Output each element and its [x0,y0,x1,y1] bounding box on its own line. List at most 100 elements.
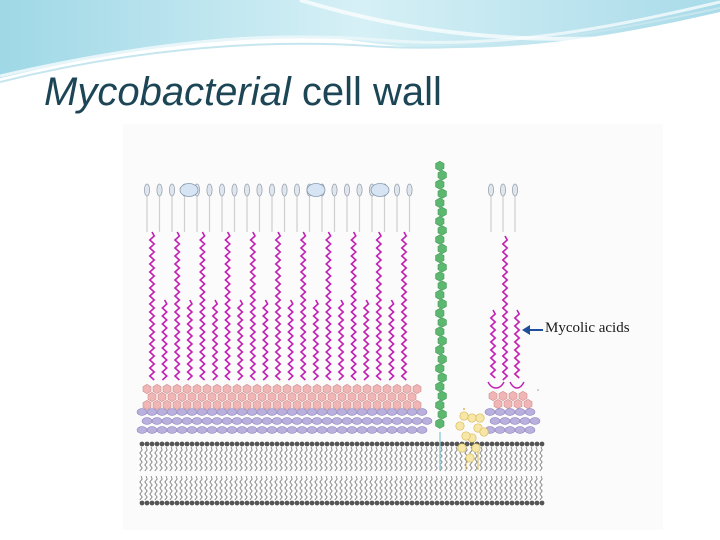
arabinogalactan-unit [253,384,261,393]
peptidoglycan-unit [357,409,367,416]
membrane-tail [470,476,472,500]
peptidoglycan-unit [257,409,267,416]
membrane-tail [390,447,392,471]
membrane-tail [315,447,317,471]
lipid-head [344,184,349,196]
membrane-tail [160,447,162,471]
membrane-tail [415,476,417,500]
arabinogalactan-unit [393,400,401,409]
membrane-tail [310,476,312,500]
peptidoglycan-unit [332,418,342,425]
membrane-tail [350,476,352,500]
lipomannan-unit [468,414,476,422]
membrane-head [430,501,435,506]
membrane-head [515,501,520,506]
membrane-tail [425,447,427,471]
lipoarabinomannan-unit [436,382,444,392]
membrane-head [310,442,315,447]
membrane-tail [395,476,397,500]
peptidoglycan-unit [387,409,397,416]
membrane-tail [220,447,222,471]
membrane-tail [260,447,262,471]
membrane-tail [435,476,437,500]
membrane-tail [350,447,352,471]
peptidoglycan-unit [217,409,227,416]
membrane-head [470,501,475,506]
peptidoglycan-unit [147,427,157,434]
arabinogalactan-unit [278,392,286,401]
membrane-head [315,442,320,447]
peptidoglycan-unit [337,427,347,434]
peptidoglycan-unit [397,427,407,434]
membrane-head [300,501,305,506]
membrane-head [510,442,515,447]
membrane-tail [365,447,367,471]
peptidoglycan-unit [510,418,520,425]
arabinogalactan-unit [143,400,151,409]
membrane-head [385,442,390,447]
membrane-tail [540,476,542,500]
membrane-head [235,442,240,447]
peptidoglycan-unit [515,427,525,434]
peptidoglycan-unit [407,427,417,434]
membrane-tail [185,447,187,471]
lipid-head [394,184,399,196]
lipoarabinomannan-unit [438,373,446,383]
arabinogalactan-unit [163,384,171,393]
membrane-head [285,442,290,447]
peptidoglycan-unit [222,418,232,425]
membrane-tail [250,476,252,500]
membrane-tail [345,476,347,500]
membrane-head [220,442,225,447]
lipid-head [512,184,517,196]
membrane-tail [285,447,287,471]
arabinogalactan-unit [223,384,231,393]
membrane-tail [145,476,147,500]
membrane-head [540,501,545,506]
lipid-head [144,184,149,196]
lipomannan-unit [466,454,474,462]
membrane-head [530,501,535,506]
arabinogalactan-unit [253,400,261,409]
arabinogalactan-unit [293,384,301,393]
membrane-head [165,501,170,506]
peptidoglycan-unit [530,418,540,425]
lipoarabinomannan-unit [436,235,444,245]
membrane-tail [540,447,542,471]
lipoarabinomannan-unit [438,391,446,401]
membrane-head [195,501,200,506]
arabinogalactan-unit [228,392,236,401]
peptidoglycan-unit [317,409,327,416]
membrane-head [335,501,340,506]
membrane-head [360,442,365,447]
membrane-head [530,442,535,447]
membrane-tail [225,447,227,471]
arabinogalactan-unit [153,400,161,409]
peptidoglycan-unit [302,418,312,425]
membrane-tail [260,476,262,500]
lipid-head [407,184,412,196]
peptidoglycan-unit [207,409,217,416]
membrane-tail [355,447,357,471]
peptidoglycan-unit [197,409,207,416]
membrane-head [400,442,405,447]
membrane-tail [500,476,502,500]
lipoarabinomannan-unit [438,410,446,420]
peptidoglycan-unit [495,409,505,416]
membrane-tail [510,476,512,500]
peptidoglycan-unit [197,427,207,434]
membrane-tail [185,476,187,500]
membrane-head [275,501,280,506]
membrane-tail [365,476,367,500]
membrane-head [310,501,315,506]
membrane-tail [170,476,172,500]
arabinogalactan-unit [318,392,326,401]
membrane-head [320,442,325,447]
arabinogalactan-unit [403,384,411,393]
arabinogalactan-unit [243,400,251,409]
arabinogalactan-unit [168,392,176,401]
membrane-head [175,501,180,506]
membrane-tail [150,447,152,471]
membrane-tail [230,476,232,500]
